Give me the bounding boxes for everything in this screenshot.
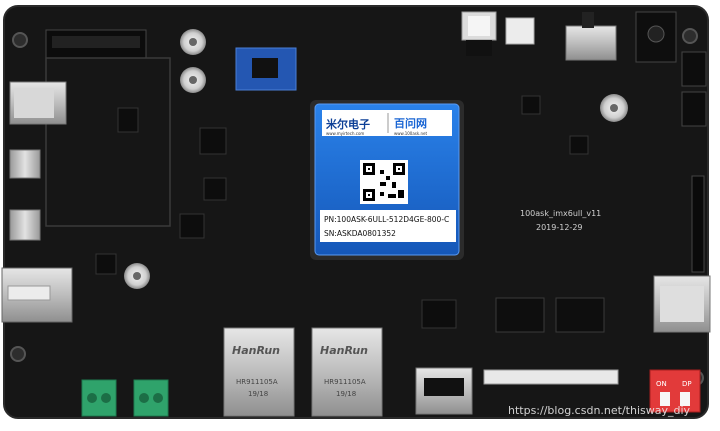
eth2-brand: HanRun (320, 344, 368, 357)
dip-left-label: ON (656, 380, 667, 388)
audio-jack (461, 11, 497, 56)
som-brand: 米尔电子 (325, 117, 370, 131)
side-buttons (681, 51, 707, 127)
ethernet-port-2: HanRun HR911105A 19/18 (311, 327, 383, 417)
board-name: 100ask_imx6ull_v11 (520, 209, 601, 218)
board-date: 2019-12-29 (536, 223, 583, 232)
eth1-model: HR911105A (236, 378, 278, 386)
som-sn: SN:ASKDA0801352 (324, 229, 396, 238)
eth2-code: 19/18 (336, 390, 356, 398)
eth1-brand: HanRun (232, 344, 280, 357)
capacitors-top (124, 29, 628, 289)
memory-chips (495, 297, 605, 333)
watermark: https://blog.csdn.net/thisway_diy (508, 404, 691, 417)
terminal-blocks (81, 379, 169, 417)
som-partner: 百问网 (394, 116, 427, 130)
micro-usb-ports (9, 149, 41, 241)
hdmi-port (415, 367, 473, 415)
m2-socket (45, 29, 171, 227)
som-brand-site: www.myirtech.com (326, 131, 364, 136)
eth2-model: HR911105A (324, 378, 366, 386)
sd-card-slot-left (9, 81, 67, 125)
sd-card-slot-right (653, 275, 711, 333)
eth1-code: 19/18 (248, 390, 268, 398)
small-components (95, 95, 589, 329)
som-pn: PN:100ASK-6ULL-512D4GE-800-C (324, 215, 449, 224)
som-partner-site: www.100ask.net (394, 131, 427, 136)
wifi-module (235, 47, 297, 91)
power-switch (565, 12, 617, 61)
dip-switch: ON DP (649, 369, 701, 413)
dip-right-label: DP (682, 380, 692, 388)
som-module: 米尔电子 www.myirtech.com 百问网 www.100ask.net (310, 100, 464, 260)
usb-a-port (1, 267, 73, 323)
ethernet-port-1: HanRun HR911105A 19/18 (223, 327, 295, 417)
lcd-fpc-connector (483, 369, 619, 385)
dc-jack (635, 11, 677, 63)
gpio-header (691, 175, 705, 273)
white-connector (505, 17, 535, 45)
